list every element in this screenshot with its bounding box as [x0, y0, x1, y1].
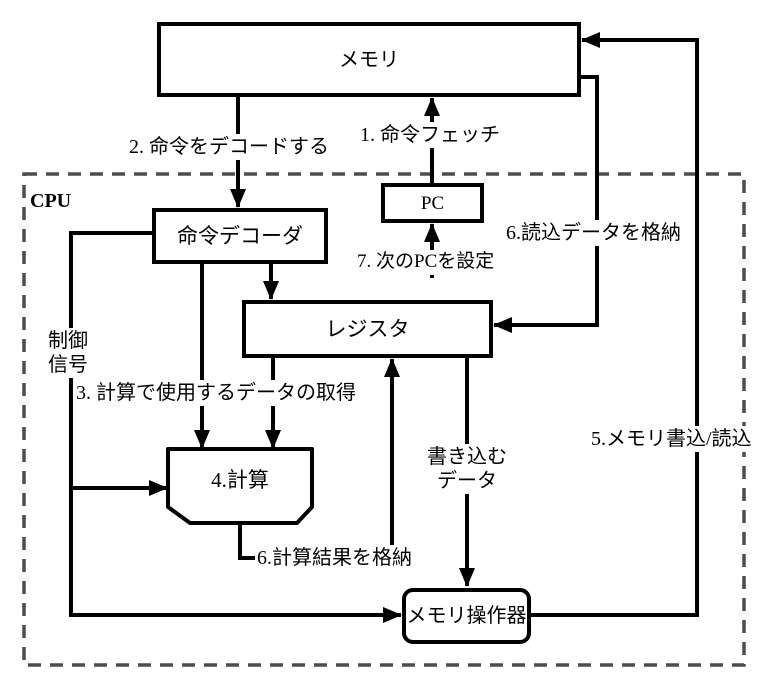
decode-label: 2. 命令をデコードする [127, 134, 331, 160]
calc-node-label: 4.計算 [211, 467, 269, 492]
register-node: レジスタ [242, 300, 493, 358]
control-signal-label: 制御 信号 [46, 328, 90, 378]
instruction-fetch-label: 1. 命令フェッチ [358, 122, 502, 148]
edge-read-data-store [493, 75, 599, 333]
memory-node-label: メモリ [339, 48, 399, 71]
get-data-label: 3. 計算で使用するデータの取得 [74, 380, 358, 406]
instruction-decoder-node: 命令デコーダ [152, 208, 328, 264]
calc-node: 4.計算 [168, 449, 312, 511]
read-data-store-label: 6.読込データを格納 [504, 220, 683, 246]
memory-operator-label: メモリ操作器 [406, 605, 527, 627]
edge-control-signal [69, 231, 402, 623]
pc-node-label: PC [420, 192, 445, 214]
calc-node-shape [166, 447, 314, 525]
next-pc-label: 7. 次のPCを設定 [355, 250, 497, 275]
write-data-label: 書き込む データ [419, 444, 515, 494]
memory-rw-label: 5.メモリ書込/読込 [589, 426, 754, 452]
calc-result-label: 6.計算結果を格納 [255, 545, 414, 571]
register-node-label: レジスタ [325, 316, 410, 341]
instruction-decoder-label: 命令デコーダ [177, 223, 303, 248]
cpu-boundary [22, 172, 746, 667]
edge-memory-rw [530, 32, 699, 617]
cpu-region-label: CPU [30, 190, 72, 212]
pc-node: PC [381, 183, 484, 223]
memory-node: メモリ [157, 22, 581, 97]
memory-operator-node: メモリ操作器 [402, 588, 531, 644]
